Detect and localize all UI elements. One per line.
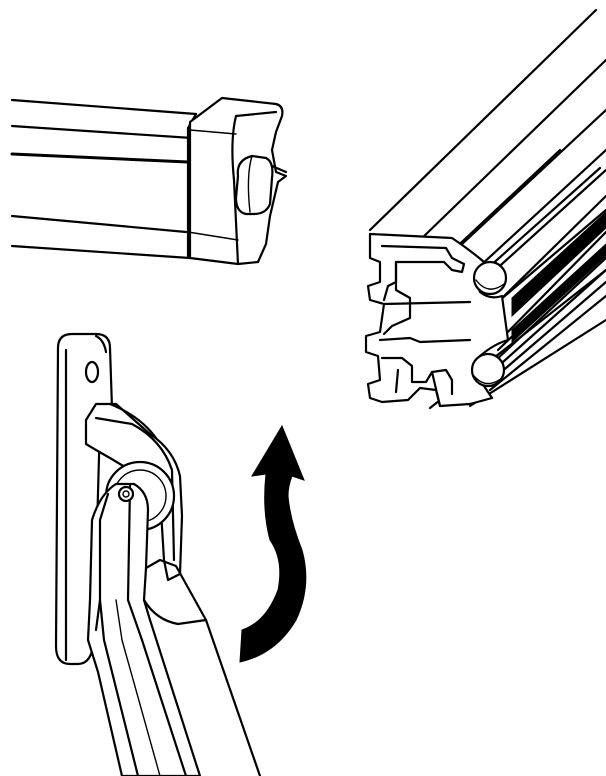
curved-arrow-icon <box>239 424 307 663</box>
tube-end-cap-icon <box>10 96 288 266</box>
pivot-bracket-icon <box>54 332 262 776</box>
t-slot-profile-icon <box>364 8 606 410</box>
